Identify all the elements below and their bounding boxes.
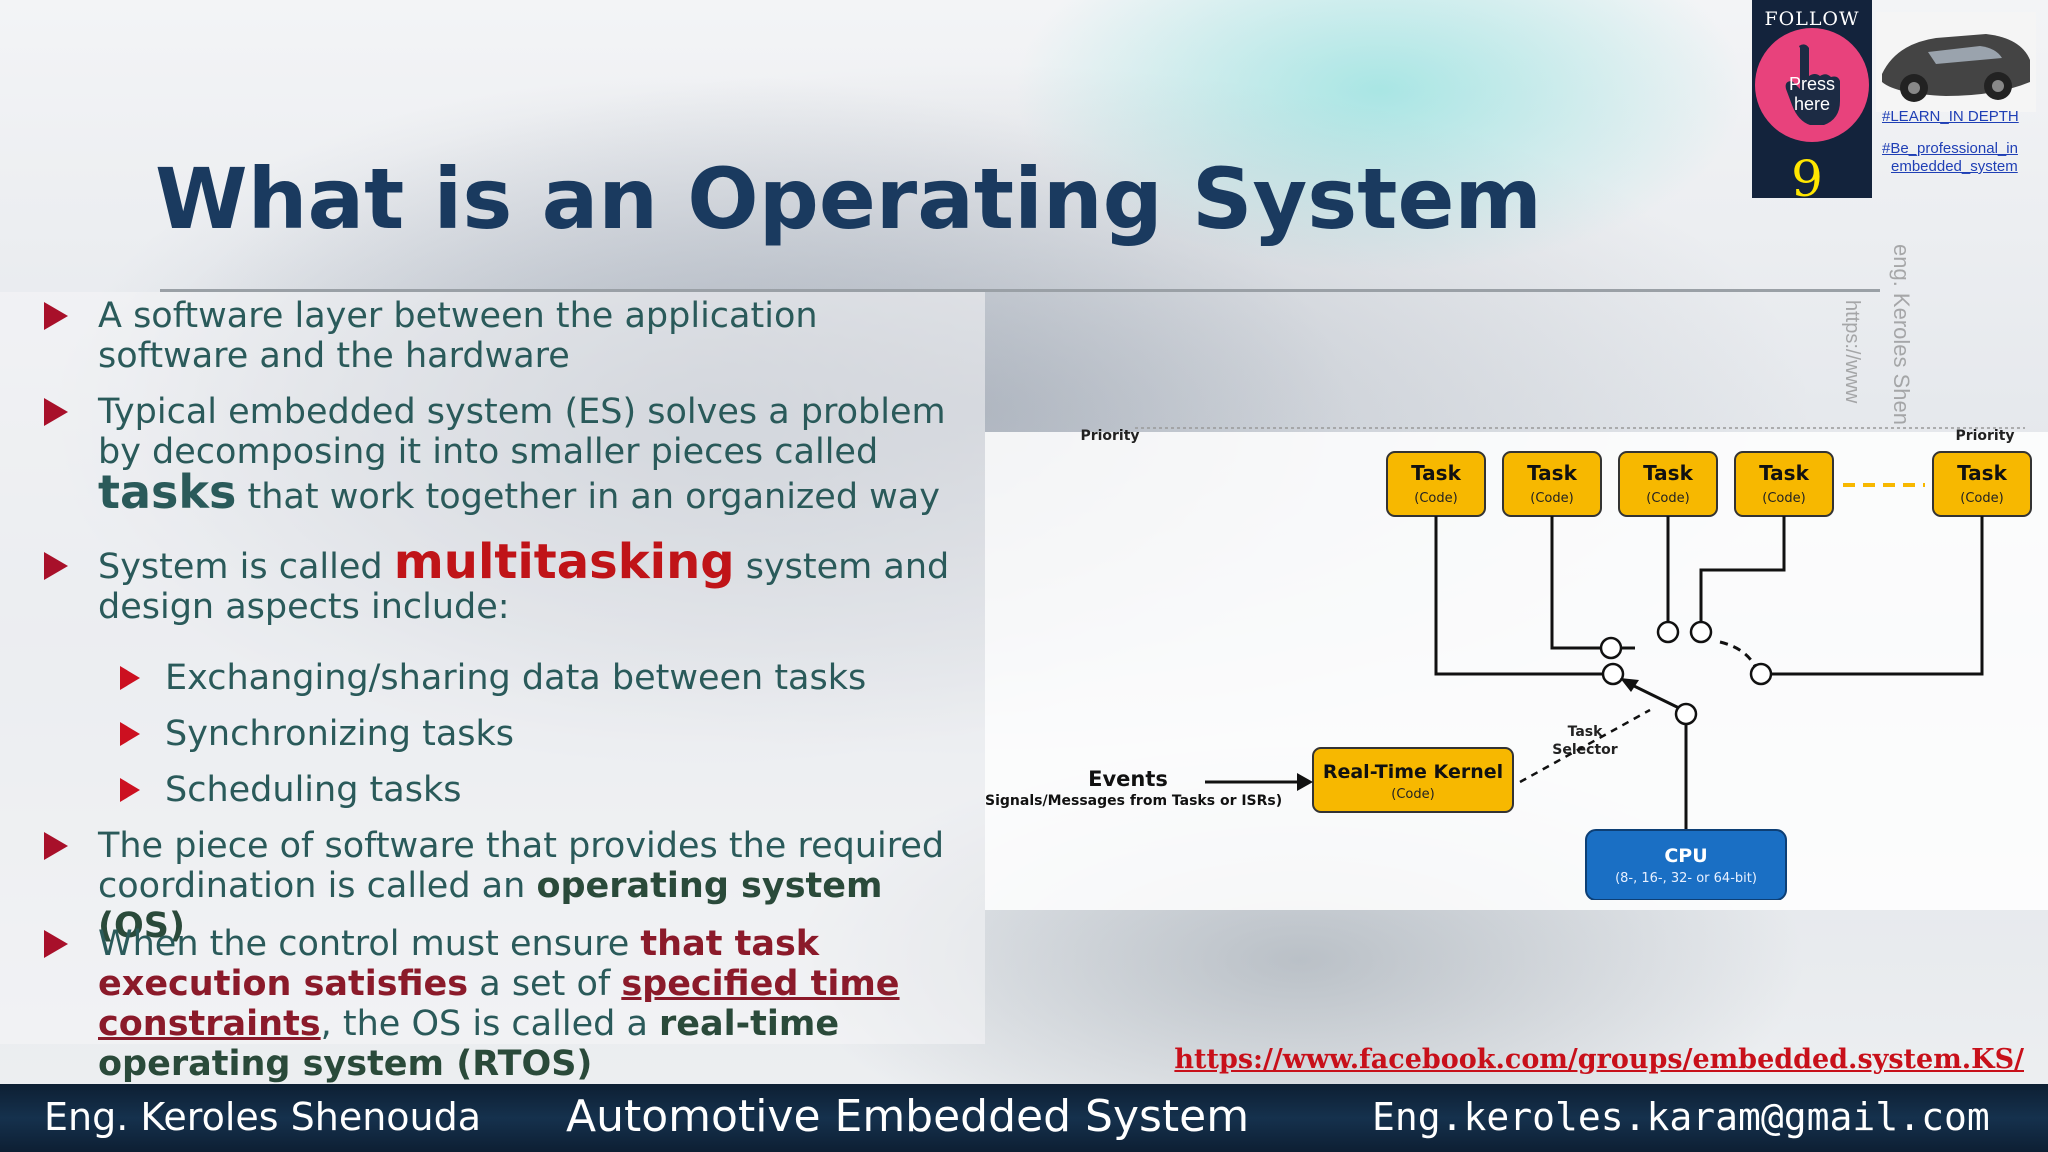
task-box: Task (Code)	[1932, 451, 2032, 517]
footer-email: Eng.keroles.karam@gmail.com	[1372, 1095, 1990, 1139]
svg-text:(Code): (Code)	[1391, 787, 1434, 802]
task-box: Task (Code)	[1502, 451, 1602, 517]
title-divider	[160, 289, 1880, 292]
priority-right-label: Priority	[1955, 428, 2014, 444]
selector-arm	[1629, 682, 1680, 710]
slide-title: What is an Operating System	[155, 150, 1542, 248]
svg-text:Task: Task	[1527, 461, 1577, 485]
events-arrow-icon	[1297, 773, 1313, 791]
selector-arrow-icon	[1620, 678, 1639, 692]
keyword-time-constraints: specified time constraints	[98, 964, 900, 1044]
bullet-arrow-icon	[44, 832, 68, 860]
keyword-tasks: tasks	[98, 465, 237, 519]
kernel-selector-link	[1519, 708, 1651, 784]
press-here-label: Press here	[1788, 74, 1835, 114]
events-label: Events	[1088, 767, 1168, 791]
hashtag-be-professional[interactable]: #Be_professional_in	[1882, 140, 2018, 157]
keyword-task-execution: that task execution satisfies	[98, 924, 820, 1004]
sub-bullet-text: Synchronizing tasks	[165, 714, 515, 754]
bullet-text: The piece of software that provides the …	[98, 826, 945, 946]
keyword-os: operating system (OS)	[98, 866, 883, 946]
footer-bar: Eng. Keroles Shenouda Automotive Embedde…	[0, 1084, 2048, 1152]
facebook-group-link[interactable]: https://www.facebook.com/groups/embedded…	[1174, 1044, 2024, 1075]
svg-text:Task: Task	[1759, 461, 1809, 485]
svg-text:Real-Time Kernel: Real-Time Kernel	[1323, 761, 1503, 783]
sub-bullet-text: Scheduling tasks	[165, 770, 462, 810]
task-selector-label: Task	[1568, 724, 1604, 740]
follow-us-widget[interactable]: FOLLOW US Press here 9	[1752, 0, 1872, 208]
follow-count: 9	[1791, 150, 1823, 208]
hashtag-learn-in-depth[interactable]: #LEARN_IN DEPTH	[1882, 108, 2019, 125]
hashtag-embedded-system[interactable]: embedded_system	[1891, 158, 2018, 175]
bullet-arrow-icon	[44, 552, 68, 580]
bullet-text: When the control must ensure that task e…	[98, 924, 900, 1084]
press-here-button[interactable]: Press here	[1755, 28, 1869, 142]
watermark-name: eng. Keroles Shen	[1889, 244, 1914, 426]
cpu-box: CPU (8-, 16-, 32- or 64-bit)	[1585, 829, 1787, 900]
svg-text:(Code): (Code)	[1530, 491, 1573, 506]
car-thumbnail-image	[1876, 12, 2036, 112]
svg-text:Task: Task	[1643, 461, 1693, 485]
rtos-diagram: Priority Priority Task (Code) Task (Code…	[985, 427, 2032, 900]
task-box: Task (Code)	[1618, 451, 1718, 517]
sub-bullet-text: Exchanging/sharing data between tasks	[165, 658, 867, 698]
watermark-url: https://www	[1841, 300, 1863, 404]
hand-pointer-icon	[1785, 44, 1840, 125]
footer-author: Eng. Keroles Shenouda	[44, 1095, 482, 1139]
bullet-text: System is called multitasking system and…	[98, 534, 950, 627]
keyword-rtos: real-time operating system (RTOS)	[98, 1004, 840, 1084]
bullet-arrow-icon	[44, 398, 68, 426]
sub-bullet-arrow-icon	[120, 666, 140, 690]
bullet-arrow-icon	[44, 930, 68, 958]
keyword-multitasking: multitasking	[393, 534, 735, 590]
task-selector-label-2: Selector	[1552, 742, 1617, 758]
svg-text:(8-, 16-, 32- or 64-bit): (8-, 16-, 32- or 64-bit)	[1615, 871, 1757, 886]
sub-bullet-arrow-icon	[120, 778, 140, 802]
bullet-text: A software layer between the application…	[98, 296, 818, 376]
task-wires	[1434, 516, 1984, 676]
priority-left-label: Priority	[1080, 428, 1139, 444]
bullet-text: Typical embedded system (ES) solves a pr…	[98, 392, 946, 519]
kernel-box: Real-Time Kernel (Code)	[1312, 747, 1514, 813]
svg-text:CPU: CPU	[1664, 845, 1707, 867]
sub-bullet-arrow-icon	[120, 722, 140, 746]
svg-text:Task: Task	[1957, 461, 2007, 485]
svg-text:(Code): (Code)	[1646, 491, 1689, 506]
svg-text:Task: Task	[1411, 461, 1461, 485]
footer-course-title: Automotive Embedded System	[566, 1091, 1250, 1142]
bullet-arrow-icon	[44, 302, 68, 330]
switch-contacts	[1599, 620, 1773, 726]
task-box: Task (Code)	[1386, 451, 1486, 517]
task-box: Task (Code)	[1734, 451, 1834, 517]
svg-text:(Code): (Code)	[1960, 491, 2003, 506]
svg-text:(Code): (Code)	[1762, 491, 1805, 506]
events-sub-label: Signals/Messages from Tasks or ISRs)	[985, 793, 1282, 809]
svg-text:(Code): (Code)	[1414, 491, 1457, 506]
bullet-panel	[0, 292, 985, 1044]
